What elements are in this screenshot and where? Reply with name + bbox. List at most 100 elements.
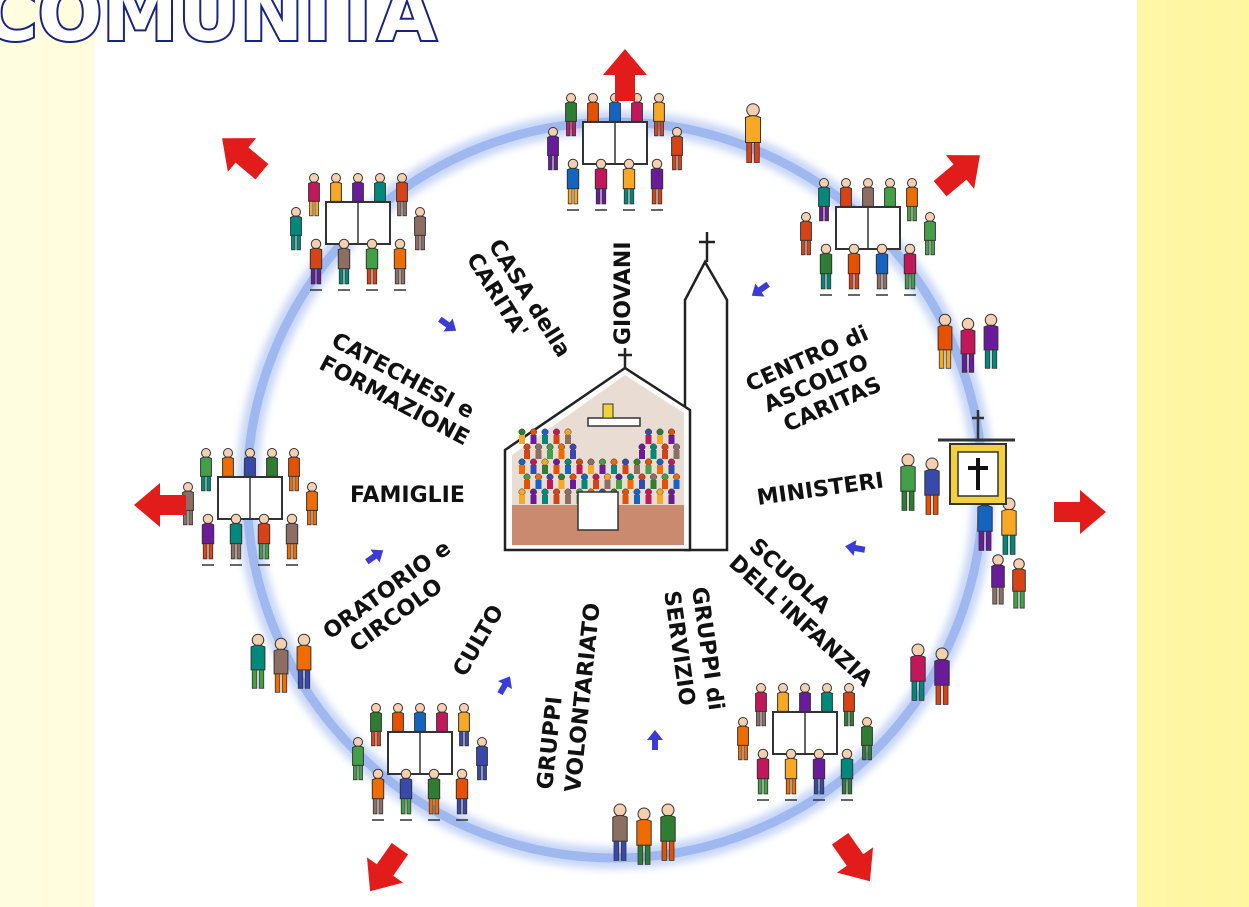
person-icon <box>257 513 271 560</box>
outward-arrow-icon <box>925 138 995 206</box>
inward-arrow-icon <box>647 730 663 750</box>
person-icon <box>1012 558 1026 609</box>
person-icon <box>924 212 936 256</box>
person-icon <box>906 178 918 222</box>
person-icon <box>399 768 413 815</box>
person-icon <box>285 513 299 560</box>
people-icon <box>937 313 999 373</box>
person-icon <box>396 173 408 217</box>
person-icon <box>290 207 302 251</box>
group-table-icon <box>737 683 873 801</box>
person-icon <box>370 703 382 747</box>
person-icon <box>455 768 469 815</box>
people-icon <box>250 633 312 693</box>
inward-arrow-icon <box>493 672 517 698</box>
person-icon <box>229 513 243 560</box>
outward-arrow-icon <box>207 121 277 189</box>
person-icon <box>201 513 215 560</box>
label-centro-ascolto-caritas: CENTRO di ASCOLTO CARITAS <box>742 318 900 445</box>
person-icon <box>337 238 351 285</box>
label-scuola-infanzia: SCUOLA DELL'INFANZIA <box>724 531 895 692</box>
person-icon <box>547 127 559 171</box>
person-icon <box>840 748 854 795</box>
group-table-icon <box>547 93 683 211</box>
person-icon <box>1001 497 1017 555</box>
person-icon <box>273 637 289 693</box>
people-icon <box>910 643 950 705</box>
people-icon <box>612 803 676 865</box>
person-icon <box>365 238 379 285</box>
person-icon <box>847 243 861 290</box>
person-icon <box>636 807 652 865</box>
person-icon <box>818 178 830 222</box>
person-icon <box>476 737 488 781</box>
group-table-icon <box>352 703 488 821</box>
person-icon <box>565 93 577 137</box>
person-icon <box>308 173 320 217</box>
church-icon <box>503 232 729 552</box>
person-icon <box>819 243 833 290</box>
person-icon <box>414 207 426 251</box>
outward-arrow-icon <box>1054 490 1106 534</box>
person-icon <box>458 703 470 747</box>
person-icon <box>306 482 318 526</box>
title-text: COMUNITÀ <box>0 0 437 58</box>
person-icon <box>960 317 976 373</box>
outward-arrow-icon <box>352 836 418 904</box>
person-icon <box>934 647 950 705</box>
person-icon <box>309 238 323 285</box>
inward-arrow-icon <box>362 543 388 569</box>
person-icon <box>296 633 312 689</box>
label-catechesi-formazione: CATECHESI e FORMAZIONE <box>315 328 485 451</box>
person-icon <box>937 313 953 369</box>
inward-arrow-icon <box>843 538 867 558</box>
person-icon <box>371 768 385 815</box>
group-table-icon <box>800 178 936 296</box>
people-icon <box>900 453 940 515</box>
outward-arrow-icon <box>603 49 647 101</box>
person-icon <box>393 238 407 285</box>
cross-banner-icon <box>938 410 1015 505</box>
label-giovani: GIOVANI <box>611 241 636 345</box>
groups-layer <box>182 93 936 821</box>
person-icon <box>653 93 665 137</box>
person-icon <box>800 212 812 256</box>
person-icon <box>756 748 770 795</box>
person-icon <box>622 158 636 205</box>
person-icon <box>910 643 926 701</box>
people-icon <box>991 554 1026 609</box>
outward-arrow-icon <box>134 483 186 527</box>
person-icon <box>843 683 855 727</box>
group-table-icon <box>182 448 318 566</box>
person-icon <box>650 158 664 205</box>
person-icon <box>594 158 608 205</box>
inward-arrow-icon <box>435 312 461 338</box>
person-icon <box>745 103 761 163</box>
label-ministeri: MINISTERI <box>755 468 885 511</box>
person-icon <box>755 683 767 727</box>
person-icon <box>861 717 873 761</box>
person-icon <box>903 243 917 290</box>
label-culto: CULTO <box>449 601 510 681</box>
label-oratorio-circolo: ORATORIO e CIRCOLO <box>319 531 477 666</box>
person-icon <box>352 737 364 781</box>
person-icon <box>983 313 999 369</box>
person-icon <box>288 448 300 492</box>
person-icon <box>660 803 676 861</box>
person-icon <box>612 803 628 861</box>
person-icon <box>812 748 826 795</box>
person-icon <box>875 243 889 290</box>
person-icon <box>671 127 683 171</box>
person-icon <box>427 768 441 815</box>
person-icon <box>991 554 1005 605</box>
outward-arrow-icon <box>822 826 888 894</box>
group-table-icon <box>290 173 426 291</box>
person-icon <box>900 453 916 511</box>
person-icon <box>200 448 212 492</box>
label-casa-della-carita: CASA della CARITA' <box>461 235 579 382</box>
label-gruppi-servizio: GRUPPI di SERVIZIO <box>658 585 729 723</box>
person-icon <box>924 457 940 515</box>
label-gruppi-volontariato: GRUPPI VOLONTARIATO <box>533 599 606 794</box>
